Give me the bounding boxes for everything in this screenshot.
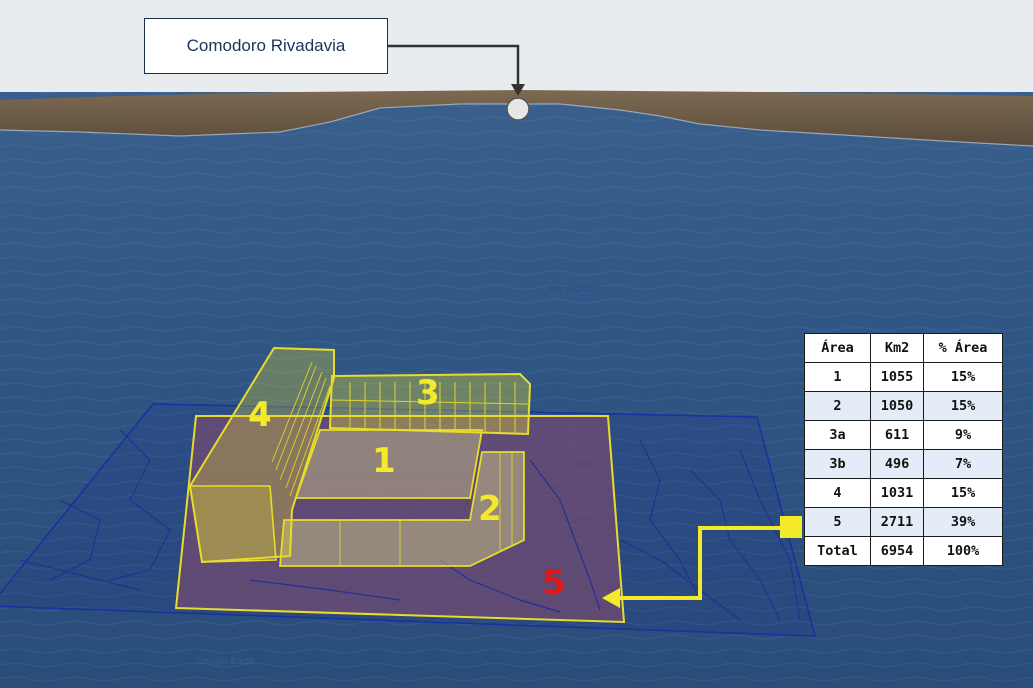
table-row: 3b 496 7%: [804, 449, 1003, 479]
area-3-label: 3: [416, 373, 440, 413]
table-row: 4 1031 15%: [804, 478, 1003, 508]
table-cell-percent: 15%: [923, 362, 1003, 392]
table-pointer-square: [780, 516, 802, 538]
table-cell-area: 1: [804, 362, 871, 392]
table-header-area: Área: [804, 333, 871, 363]
city-location-marker: [506, 97, 530, 121]
table-cell-percent: 39%: [923, 507, 1003, 537]
table-cell-percent: 7%: [923, 449, 1003, 479]
coastline-land: [0, 90, 1033, 146]
area-1-label: 1: [372, 441, 396, 481]
table-header-row: Área Km2 % Área: [804, 333, 1003, 363]
table-cell-km2: 1031: [869, 478, 925, 508]
city-callout-box: Comodoro Rivadavia: [144, 18, 388, 74]
area-2-label: 2: [478, 489, 502, 529]
table-cell-km2: 496: [869, 449, 925, 479]
table-cell-percent: 15%: [923, 478, 1003, 508]
table-cell-km2: 611: [869, 420, 925, 450]
area-2-polygon: [279, 451, 525, 567]
table-cell-area: 3a: [804, 420, 871, 450]
table-cell-percent: 100%: [923, 536, 1003, 566]
table-cell-area: 5: [804, 507, 871, 537]
table-cell-area: 2: [804, 391, 871, 421]
table-row: 2 1050 15%: [804, 391, 1003, 421]
table-cell-area: 3b: [804, 449, 871, 479]
table-cell-km2: 1055: [869, 362, 925, 392]
table-cell-km2: 2711: [869, 507, 925, 537]
sea-name-label: Mar Argentino: [548, 284, 605, 293]
imagery-watermark: Google Earth: [196, 657, 255, 667]
table-header-km2: Km2: [869, 333, 925, 363]
table-row: 5 2711 39%: [804, 507, 1003, 537]
table-pointer-arrow: [620, 526, 790, 600]
city-label: Comodoro Rivadavia: [186, 36, 346, 55]
table-header-percent: % Área: [923, 333, 1003, 363]
table-cell-percent: 9%: [923, 420, 1003, 450]
table-cell-area: 4: [804, 478, 871, 508]
area-table: Área Km2 % Área 1 1055 15% 2 1050 15% 3a…: [804, 333, 1003, 566]
table-row: 3a 611 9%: [804, 420, 1003, 450]
table-cell-km2: 1050: [869, 391, 925, 421]
table-row: 1 1055 15%: [804, 362, 1003, 392]
table-cell-percent: 15%: [923, 391, 1003, 421]
table-cell-km2: 6954: [869, 536, 925, 566]
table-cell-area: Total: [804, 536, 871, 566]
area-5-label: 5: [542, 563, 566, 603]
area-4-label: 4: [248, 395, 272, 435]
callout-leader-line: [388, 44, 520, 90]
table-total-row: Total 6954 100%: [804, 536, 1003, 566]
